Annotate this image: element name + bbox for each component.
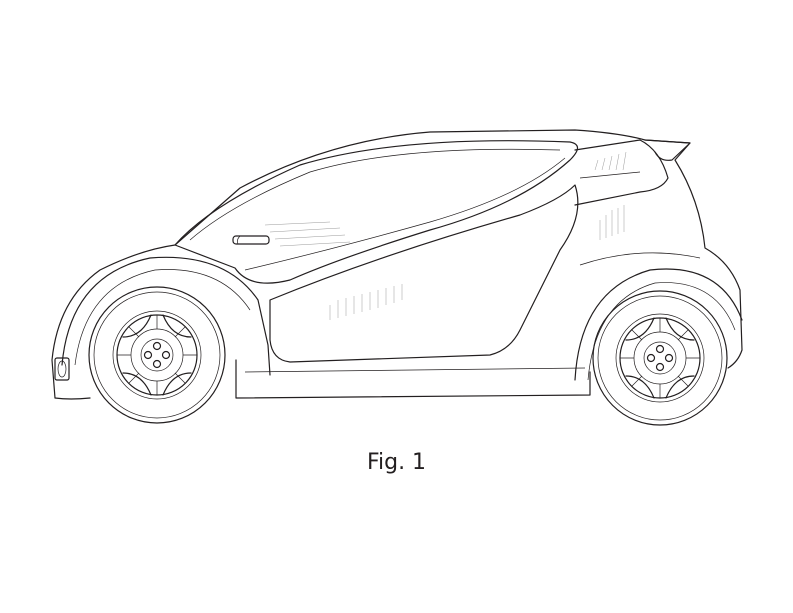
front-wheel — [88, 286, 226, 424]
rear-wheel — [592, 290, 728, 426]
shading-hatch — [264, 151, 627, 320]
car-body — [51, 129, 743, 400]
door-handle — [232, 235, 270, 245]
front-light-icon — [54, 357, 70, 381]
figure-caption: Fig. 1 — [366, 450, 427, 475]
